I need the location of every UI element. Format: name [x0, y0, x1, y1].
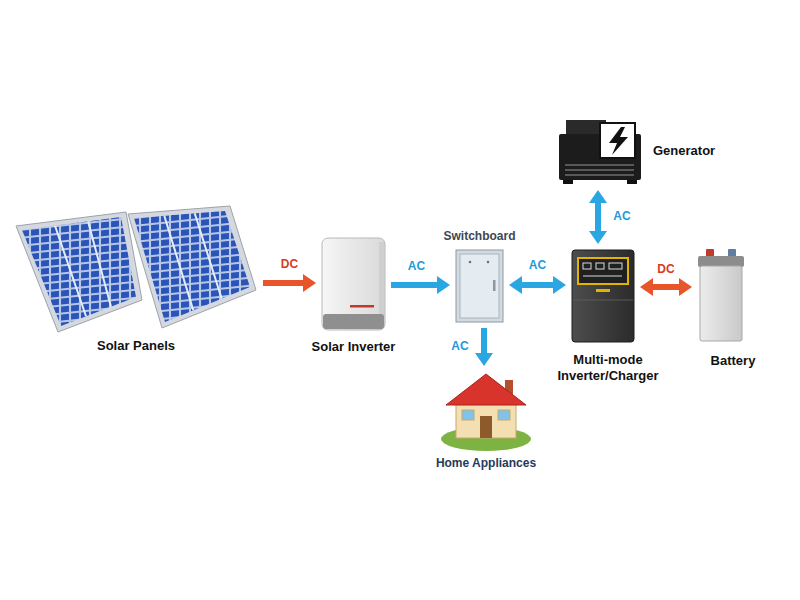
battery-art-part — [706, 249, 714, 257]
arrow-head — [679, 278, 692, 296]
solar-inverter-art-part — [323, 314, 384, 329]
battery-art-part — [700, 266, 742, 341]
generator-art-part — [565, 164, 634, 166]
generator-art-part — [565, 169, 634, 171]
multimode-inverter-art-part — [596, 263, 604, 269]
arrow-shaft — [652, 284, 680, 290]
generator-art-part — [565, 174, 634, 176]
house-art-part — [446, 374, 526, 405]
solar-panel-art-part — [195, 213, 222, 298]
house-art-part — [480, 416, 492, 438]
flow-label: AC — [612, 210, 631, 224]
house-art-part — [498, 410, 510, 420]
component-label: Solar Inverter — [312, 339, 396, 355]
generator-art-part — [600, 123, 635, 158]
arrow-head — [475, 353, 493, 366]
arrow-shaft — [521, 282, 554, 288]
component-box: Battery — [698, 249, 744, 341]
switchboard-art — [456, 250, 503, 322]
solar-panel-art-part — [22, 217, 136, 326]
component-label: Switchboard — [444, 229, 516, 243]
multimode-inverter-art-part — [609, 263, 622, 269]
flow-label: DC — [656, 263, 675, 277]
flow-arrow — [509, 276, 566, 294]
component-box: Switchboard — [456, 250, 503, 322]
battery-art-part — [728, 249, 736, 257]
component-box: Generator — [557, 118, 641, 184]
generator-art-part — [627, 180, 637, 184]
arrow-head — [553, 276, 566, 294]
house-art-part — [456, 402, 516, 438]
switchboard-art-part — [487, 261, 490, 264]
component-box: Solar Panels — [15, 212, 257, 332]
arrow-shaft — [391, 282, 438, 288]
component-label: Battery — [711, 353, 756, 369]
multimode-inverter-art-part — [583, 276, 622, 277]
component-box: Home Appliances — [440, 372, 532, 452]
flow-arrow — [391, 276, 450, 294]
solar-inverter-art-part — [322, 238, 385, 330]
arrow-head — [509, 276, 522, 294]
switchboard-art-part — [493, 280, 496, 291]
flow-arrow — [640, 278, 692, 296]
component-box: Solar Inverter — [322, 238, 385, 330]
component-label: Multi-mode Inverter/Charger — [549, 352, 667, 383]
solar-panel-art-part — [128, 206, 256, 328]
multimode-inverter-art-part — [572, 250, 634, 342]
solar-inverter-art-part — [379, 242, 384, 326]
component-box: Multi-mode Inverter/Charger — [572, 250, 634, 342]
battery-art — [698, 249, 744, 341]
generator-art-part — [563, 180, 573, 184]
switchboard-art-part — [469, 261, 472, 264]
arrow-head — [437, 276, 450, 294]
multimode-inverter-art — [572, 250, 634, 342]
arrow-head — [640, 278, 653, 296]
solar-panel-art-part — [134, 211, 250, 322]
arrow-shaft — [481, 328, 487, 354]
multimode-inverter-art-part — [578, 258, 628, 284]
solar-panel-art-part — [55, 226, 86, 317]
component-label: Home Appliances — [436, 456, 536, 470]
flow-label: AC — [528, 259, 547, 273]
flow-arrow — [475, 328, 493, 366]
arrow-head — [589, 231, 607, 244]
solar-panel-art-part — [164, 216, 193, 311]
solar-panel-art-part — [88, 221, 111, 306]
arrow-shaft — [595, 202, 601, 232]
arrow-head — [303, 274, 316, 292]
switchboard-art-part — [456, 250, 503, 322]
solar-inverter-art — [322, 238, 385, 330]
arrow-head — [589, 190, 607, 203]
flow-arrow — [589, 190, 607, 244]
generator-art-part — [609, 127, 628, 155]
flow-arrow — [263, 274, 316, 292]
multimode-inverter-art-part — [583, 263, 591, 269]
solar-panel-art-part — [16, 212, 142, 332]
arrow-shaft — [263, 280, 304, 286]
flow-label: DC — [280, 258, 299, 272]
component-label: Solar Panels — [97, 338, 175, 354]
house-art — [441, 374, 531, 451]
battery-art-part — [698, 256, 744, 267]
house-art-part — [462, 410, 474, 420]
solar-panel-art — [16, 206, 256, 332]
solar-inverter-art-part — [350, 305, 374, 308]
multimode-inverter-art-part — [596, 289, 610, 292]
flow-label: AC — [450, 340, 469, 354]
multimode-inverter-art-part — [573, 300, 633, 301]
component-label: Generator — [653, 143, 715, 159]
flow-label: AC — [407, 260, 426, 274]
generator-art — [559, 120, 641, 184]
switchboard-art-part — [460, 254, 499, 318]
